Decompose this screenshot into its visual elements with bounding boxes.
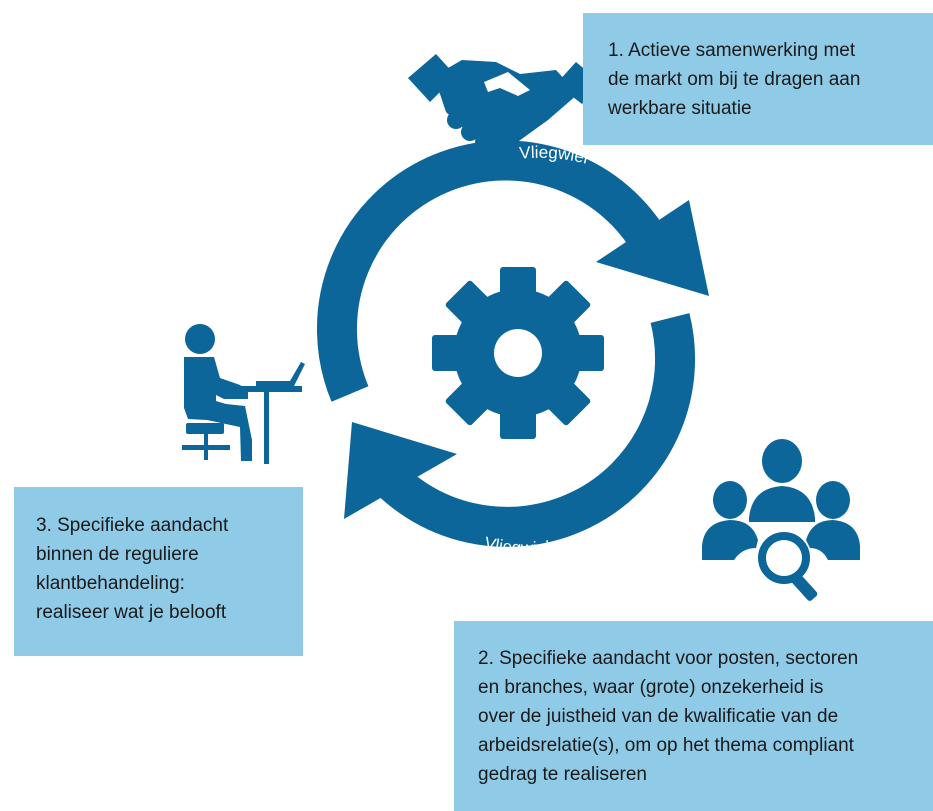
callout-1-line: 1. Actieve samenwerking met — [608, 40, 856, 61]
handshake-icon — [408, 54, 600, 151]
flywheel-arrow-bottom — [344, 313, 696, 547]
callout-3-line: binnen de reguliere — [36, 544, 199, 565]
callout-2-line: arbeidsrelatie(s), om op het thema compl… — [478, 735, 854, 756]
callout-2-line: gedrag te realiseren — [478, 764, 647, 785]
callout-3-line: realiseer wat je belooft — [36, 602, 227, 623]
callout-3-line: klantbehandeling: — [36, 573, 185, 594]
callout-3: 3. Specifieke aandacht binnen de regulie… — [14, 487, 303, 656]
callout-2-line: en branches, waar (grote) onzekerheid is — [478, 677, 824, 698]
callout-1: 1. Actieve samenwerking met de markt om … — [583, 13, 933, 145]
callout-2: 2. Specifieke aandacht voor posten, sect… — [454, 621, 933, 811]
flywheel-arrow-top — [316, 140, 709, 402]
callout-1-line: de markt om bij te dragen aan — [608, 69, 861, 90]
group-search-icon — [702, 439, 860, 601]
person-at-laptop-icon — [182, 324, 305, 464]
callout-2-line: over de juistheid van de kwalificatie va… — [478, 706, 839, 727]
callout-1-line: werkbare situatie — [608, 98, 752, 119]
gear-icon — [432, 267, 604, 439]
callout-2-line: 2. Specifieke aandacht voor posten, sect… — [478, 648, 859, 669]
callout-3-line: 3. Specifieke aandacht — [36, 515, 229, 536]
